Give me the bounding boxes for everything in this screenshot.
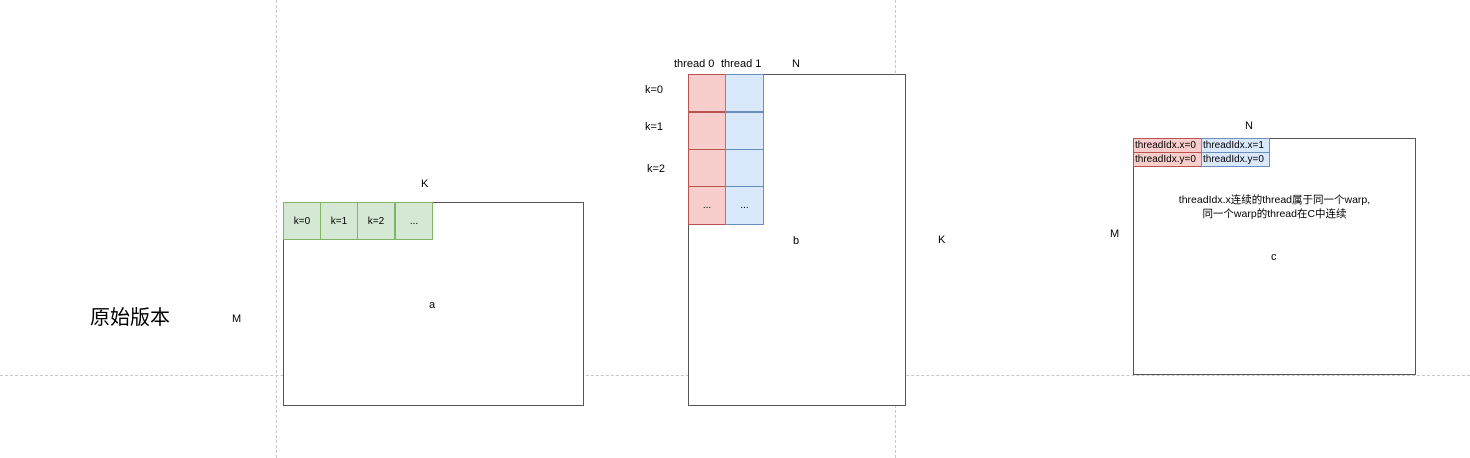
matrix-c-note: threadIdx.x连续的thread属于同一个warp, 同一个warp的t… <box>1134 193 1415 221</box>
matrix-c-name: c <box>1271 251 1277 263</box>
matrix-b: ... ... b <box>688 74 906 406</box>
matrix-c-thread0-y: threadIdx.y=0 <box>1133 152 1202 167</box>
matrix-b-col-label-thread1: thread 1 <box>721 58 762 70</box>
matrix-a-top-label: K <box>421 178 429 190</box>
matrix-b-thread1-k1 <box>725 112 764 150</box>
page-title: 原始版本 <box>90 307 170 329</box>
matrix-a-cell-ellipsis: ... <box>395 202 433 240</box>
matrix-a-side-label: M <box>232 313 242 325</box>
matrix-b-thread0-ellipsis: ... <box>688 186 726 225</box>
matrix-a-cell-k1: k=1 <box>320 202 358 240</box>
matrix-b-thread0-k0 <box>688 74 726 112</box>
matrix-c-thread1-x: threadIdx.x=1 <box>1201 138 1270 153</box>
matrix-b-side-label: K <box>938 234 946 246</box>
matrix-b-top-label: N <box>792 58 800 70</box>
matrix-b-thread1-k0 <box>725 74 764 112</box>
matrix-b-col-label-thread0: thread 0 <box>674 58 715 70</box>
matrix-a: k=0 k=1 k=2 ... a <box>283 202 584 406</box>
matrix-c: threadIdx.x=0 threadIdx.y=0 threadIdx.x=… <box>1133 138 1416 375</box>
matrix-c-note-line1: threadIdx.x连续的thread属于同一个warp, <box>1178 194 1371 206</box>
matrix-b-row-label-k0: k=0 <box>645 84 664 96</box>
matrix-b-thread1-k2 <box>725 149 764 187</box>
matrix-b-row-label-k2: k=2 <box>647 163 666 175</box>
matrix-c-thread0-x: threadIdx.x=0 <box>1133 138 1202 153</box>
matrix-a-cell-k0: k=0 <box>283 202 321 240</box>
guide-line-vertical-1 <box>276 0 277 458</box>
matrix-b-row-label-k1: k=1 <box>645 121 664 133</box>
matrix-c-note-line2: 同一个warp的thread在C中连续 <box>1202 208 1347 220</box>
matrix-b-thread1-ellipsis: ... <box>725 186 764 225</box>
matrix-b-thread0-k1 <box>688 112 726 150</box>
matrix-c-side-label: M <box>1110 228 1120 240</box>
matrix-b-thread0-k2 <box>688 149 726 187</box>
matrix-c-thread1-y: threadIdx.y=0 <box>1201 152 1270 167</box>
matrix-b-name: b <box>793 235 800 247</box>
matrix-a-cell-k2: k=2 <box>357 202 395 240</box>
matrix-c-top-label: N <box>1245 120 1253 132</box>
matrix-a-name: a <box>429 299 436 311</box>
